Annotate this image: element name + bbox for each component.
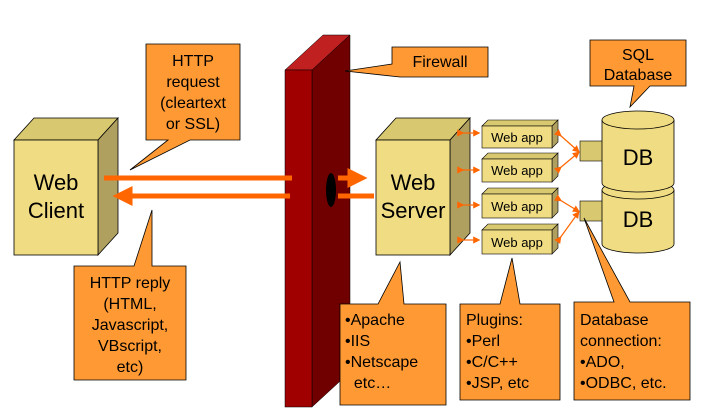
callout-text: •C/C++ [466,354,518,371]
db-connector [579,140,605,162]
firewall-front [284,69,313,408]
callout-servers: •Apache •IIS •Netscape etc… [339,260,447,406]
web-app-box: Web app [481,223,559,255]
db-connectors [579,140,605,222]
callout-text: •ODBC, etc. [580,375,667,392]
web-server-box: Web Server [375,116,471,257]
web-app-stack: Web app Web app Web app Web app [481,119,559,255]
callout-text: etc) [117,359,144,376]
web-server-side [449,116,471,257]
callout-text: etc… [345,375,391,392]
callout-firewall: Firewall [344,46,489,78]
web-server-label-1: Web [391,170,436,195]
web-client-label-1: Web [34,170,79,195]
callout-text: •Netscape [345,354,418,371]
callout-text: HTTP [172,53,214,70]
web-app-box: Web app [481,119,559,149]
callout-text: Plugins: [466,312,523,329]
web-app-label: Web app [491,199,543,214]
callout-text: Firewall [412,54,467,71]
callout-text: •JSP, etc [466,375,529,392]
web-client-label-2: Client [28,198,84,223]
callout-plugins: Plugins: •Perl •C/C++ •JSP, etc [459,257,561,401]
callout-text: •Apache [345,312,405,329]
web-client-box: Web Client [13,116,119,257]
web-app-label: Web app [491,130,543,145]
callout-text: VBscript, [98,338,162,355]
callout-http-request: HTTP request (cleartext or SSL) [129,43,241,171]
web-server-front [375,139,451,256]
web-server-label-2: Server [381,198,446,223]
callout-text: HTTP reply [90,275,171,292]
server-app-arrows [457,129,481,244]
db-connector [579,200,605,222]
callout-text: •IIS [345,333,370,350]
web-app-box: Web app [481,187,559,219]
callout-text: Javascript, [92,317,168,334]
db-label: DB [623,145,654,170]
callout-db-connection: Database connection: •ADO, •ODBC, etc. [573,217,691,401]
db-cylinder-upper: DB [601,110,675,193]
callout-sql-database: SQL Database [589,39,687,109]
db-label: DB [623,207,654,232]
callout-text: (HTML, [103,296,156,313]
web-client-front [13,139,99,256]
app-db-arrows [554,129,581,244]
callout-http-reply: HTTP reply (HTML, Javascript, VBscript, … [73,209,187,381]
callout-text: request [166,74,220,91]
callout-text: •Perl [466,333,500,350]
web-client-side [97,116,119,257]
web-app-box: Web app [481,152,559,183]
callout-text: SQL [622,47,654,64]
callout-text: Database [604,67,673,84]
callout-text: •ADO, [580,354,625,371]
web-app-label: Web app [491,163,543,178]
callout-text: (cleartext [160,95,226,112]
callout-text: connection: [580,333,662,350]
callout-text: or SSL) [166,116,220,133]
firewall-hole [326,173,336,207]
web-app-label: Web app [491,235,543,250]
callout-text: Database [580,312,649,329]
http-arrows [104,168,374,206]
